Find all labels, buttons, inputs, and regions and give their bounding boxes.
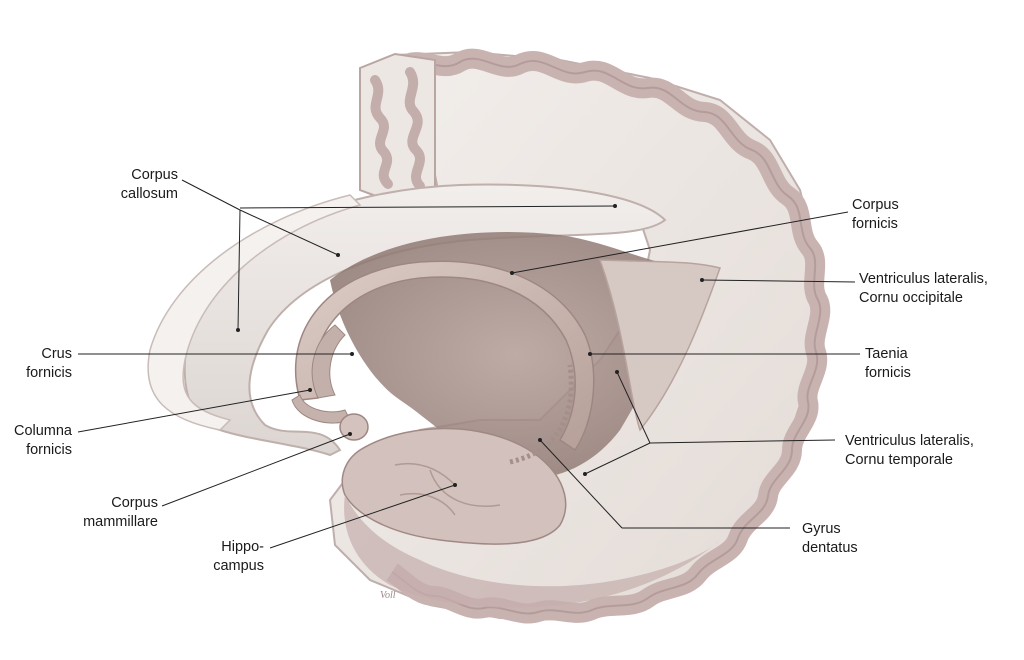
fornix-shape bbox=[294, 260, 595, 452]
label-corpus-callosum: Corpus callosum bbox=[120, 167, 178, 202]
leader-corpus-callosum-mid bbox=[239, 209, 339, 256]
leader-corpus-callosum bbox=[181, 179, 241, 211]
label-hippocampus: Hippo- campus bbox=[213, 539, 264, 574]
leader-ventriculus-temporale bbox=[649, 439, 836, 444]
mammillary-body bbox=[339, 413, 369, 441]
leader-corpus-callosum-down bbox=[237, 209, 241, 331]
leader-endpoints bbox=[236, 204, 704, 487]
leader-ventriculus-temporale-down bbox=[584, 442, 651, 475]
artist-signature: Voll bbox=[380, 590, 396, 601]
leader-ventriculus-temporale-up bbox=[616, 371, 651, 444]
leader-corpus-callosum-top bbox=[239, 205, 616, 209]
label-gyrus-dentatus: Gyrus dentatus bbox=[802, 521, 858, 556]
label-corpus-mammillare: Corpus mammillare bbox=[83, 495, 158, 530]
temporal-lobe bbox=[344, 495, 720, 608]
label-crus-fornicis: Crus fornicis bbox=[26, 346, 72, 381]
leader-lines bbox=[77, 179, 860, 549]
leader-corpus-fornicis bbox=[511, 211, 849, 274]
columna-fornicis-shape bbox=[291, 394, 351, 424]
label-ventriculus-temporale: Ventriculus lateralis, Cornu temporale bbox=[845, 433, 974, 468]
label-taenia-fornicis: Taenia fornicis bbox=[865, 346, 911, 381]
label-corpus-fornicis: Corpus fornicis bbox=[852, 197, 899, 232]
label-columna-fornicis: Columna fornicis bbox=[13, 423, 72, 458]
leader-hippocampus bbox=[269, 484, 456, 549]
occipital-horn bbox=[598, 259, 721, 432]
cut-block bbox=[359, 52, 436, 207]
leader-gyrus-dentatus-diag bbox=[539, 439, 623, 529]
label-ventriculus-occipitale: Ventriculus lateralis, Cornu occipitale bbox=[859, 271, 988, 306]
leader-ventriculus-occipitale bbox=[701, 279, 856, 283]
leader-corpus-mammillare bbox=[161, 433, 351, 507]
ventricle-cavity bbox=[330, 232, 700, 478]
leader-columna-fornicis bbox=[77, 389, 311, 433]
